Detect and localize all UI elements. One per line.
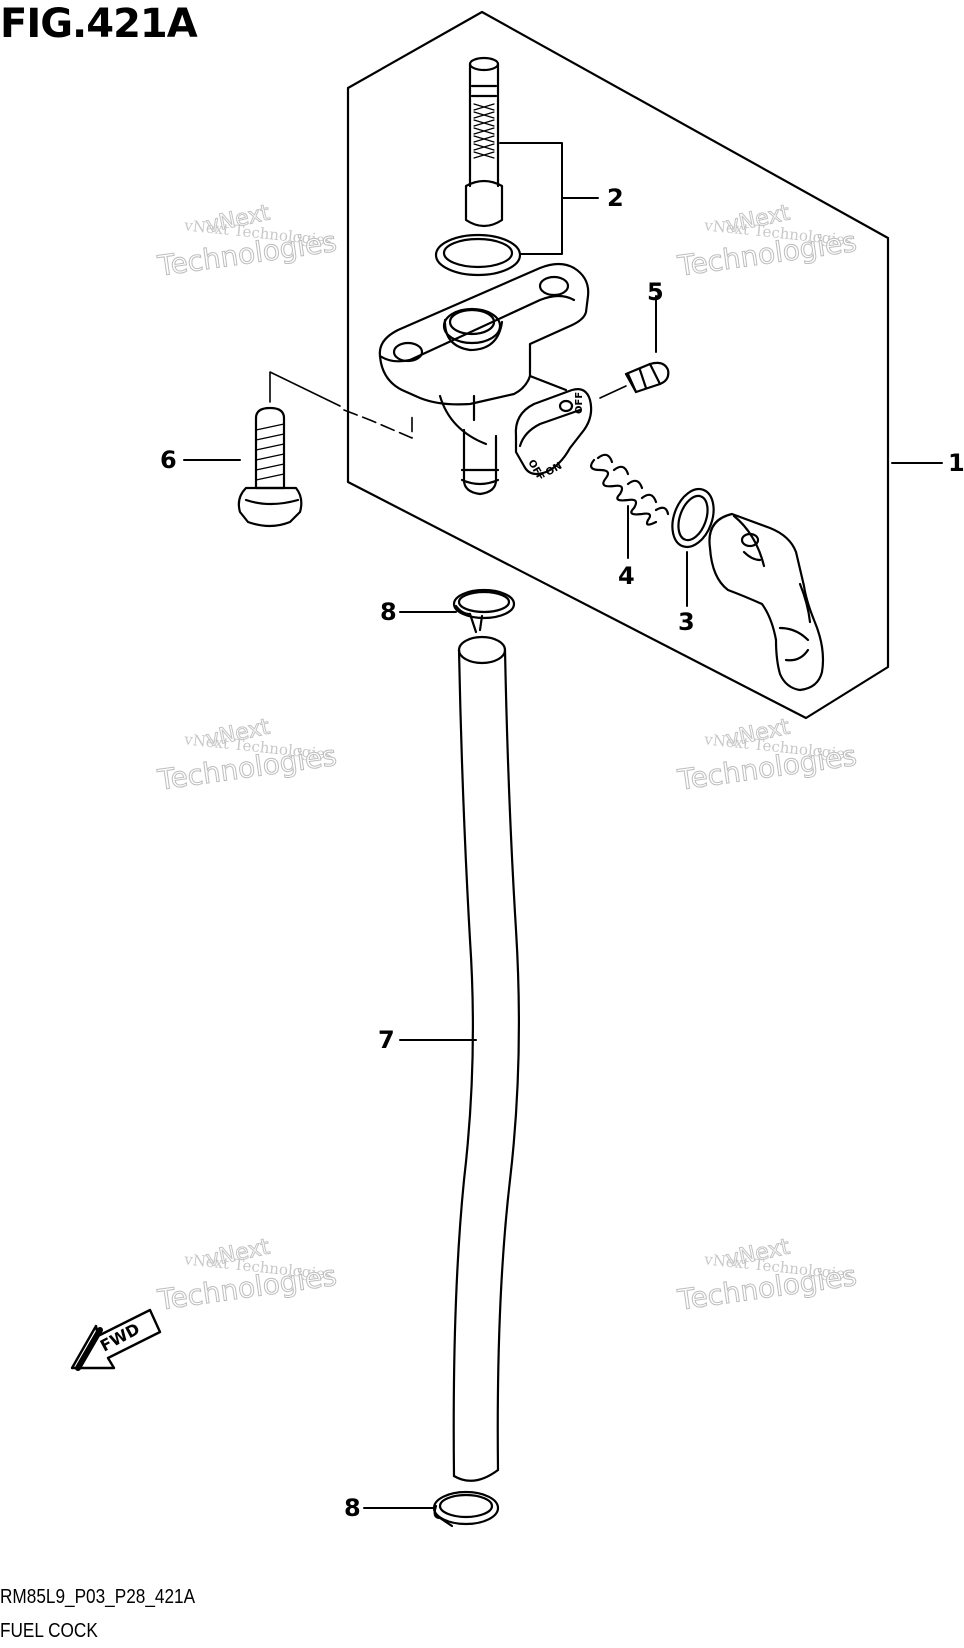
- figure-code: RM85L9_P03_P28_421A: [0, 1586, 196, 1608]
- figure-name: FUEL COCK: [0, 1620, 98, 1642]
- valve-lever: [708, 512, 825, 692]
- callout-2: 2: [607, 184, 624, 212]
- hose-clip-top: [452, 588, 516, 634]
- assembly-outline: [346, 10, 890, 720]
- figure-title: FIG.421A: [0, 1, 198, 47]
- callout-3: 3: [678, 608, 695, 636]
- callout-8-top: 8: [380, 598, 397, 626]
- screw: [624, 361, 670, 394]
- callout-6: 6: [160, 446, 177, 474]
- callout-4: 4: [618, 562, 635, 590]
- strainer-o-ring: [434, 233, 522, 277]
- callout-5: 5: [647, 278, 664, 306]
- mounting-bolt: [237, 406, 303, 528]
- leader-line-2: [499, 142, 599, 255]
- screw-axis-line: [599, 385, 627, 399]
- callout-8-bottom: 8: [344, 1494, 361, 1522]
- fuel-strainer: [464, 56, 504, 228]
- lever-knob: [514, 388, 593, 476]
- knob-on-label: ON: [544, 461, 564, 479]
- knob-off-side-label: OFF: [574, 392, 585, 414]
- fuel-hose: [452, 635, 521, 1482]
- hose-clip-bottom: [432, 1490, 500, 1528]
- callout-1: 1: [948, 449, 964, 477]
- fwd-arrow-icon: [70, 1308, 162, 1371]
- callout-7: 7: [378, 1026, 395, 1054]
- fuel-cock-body: [378, 262, 590, 496]
- spring: [590, 453, 670, 526]
- bolt-alignment-line: [269, 371, 341, 407]
- lever-o-ring: [671, 487, 715, 549]
